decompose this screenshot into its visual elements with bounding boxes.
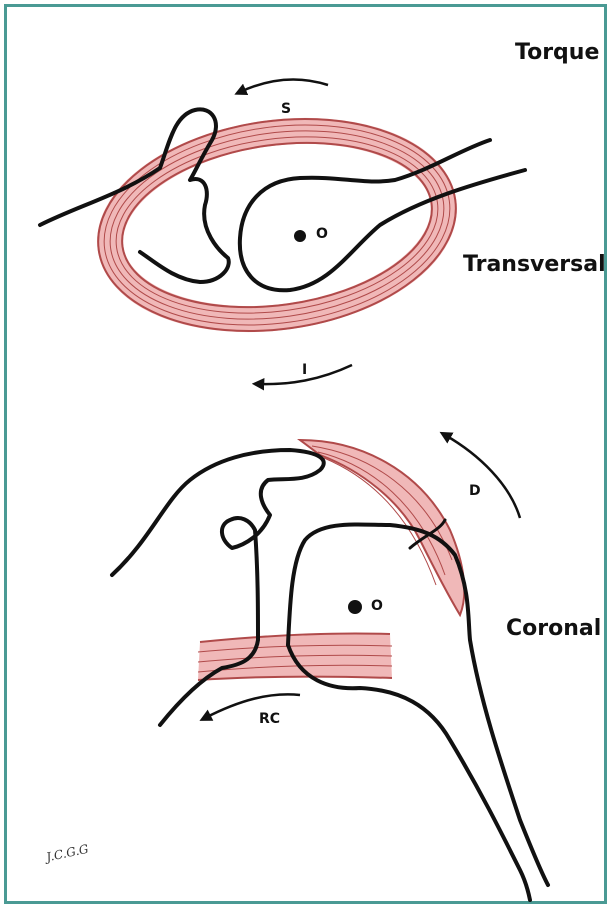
inferior-arrow-label: I: [302, 362, 307, 378]
rotator-cuff-arrow-label: RC: [259, 711, 280, 727]
coronal-label: Coronal: [506, 616, 601, 641]
torque-title: Torque: [515, 40, 599, 65]
deltoid-arrow-label: D: [469, 483, 481, 499]
superior-rotation-arrow: [240, 80, 328, 92]
transversal-muscle-band: [84, 97, 469, 353]
coronal-humerus-inner-outline: [288, 645, 530, 900]
coronal-center-dot: [348, 600, 362, 614]
transversal-center-label: O: [316, 226, 328, 242]
rotator-cuff-pull-arrow: [205, 694, 300, 718]
transversal-center-dot: [294, 230, 306, 242]
coronal-center-label: O: [371, 598, 383, 614]
deltoid-pull-arrow: [445, 435, 520, 518]
transversal-label: Transversal: [463, 252, 606, 277]
superior-arrow-label: S: [281, 101, 291, 117]
